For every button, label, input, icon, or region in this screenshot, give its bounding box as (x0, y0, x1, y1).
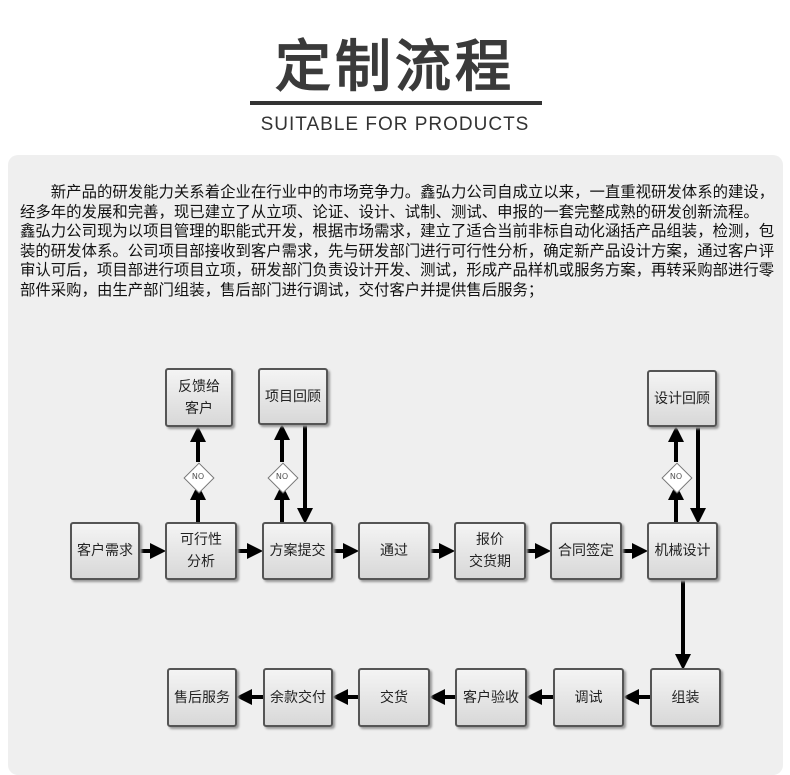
step-mechanical-design: 机械设计 (647, 522, 718, 580)
page-title: 定制流程 (275, 35, 515, 100)
step-design-review: 设计回顾 (647, 370, 717, 427)
intro-paragraph-2: 鑫弘力公司现为以项目管理的职能式开发，根据市场需求，建立了适合当前非标自动化涵括… (20, 222, 775, 299)
step-approved: 通过 (358, 522, 430, 580)
intro-text: 新产品的研发能力关系着企业在行业中的市场竞争力。鑫弘力公司自成立以来，一直重视研… (20, 183, 775, 300)
step-feasibility: 可行性 分析 (165, 522, 237, 580)
title-underline (250, 101, 542, 105)
no-label: NO (191, 472, 205, 481)
no-label: NO (669, 472, 683, 481)
step-delivery: 交货 (358, 668, 430, 727)
step-feedback-customer: 反馈给 客户 (165, 368, 233, 427)
step-proposal: 方案提交 (262, 522, 333, 580)
step-assembly: 组装 (650, 668, 721, 727)
page-subtitle: SUITABLE FOR PRODUCTS (260, 114, 530, 135)
step-acceptance: 客户验收 (455, 668, 527, 727)
step-contract: 合同签定 (550, 522, 622, 580)
step-project-review: 项目回顾 (258, 368, 328, 425)
step-debugging: 调试 (553, 668, 624, 727)
step-final-payment: 余款交付 (263, 668, 333, 727)
step-quote: 报价 交货期 (454, 522, 526, 580)
intro-paragraph-1: 新产品的研发能力关系着企业在行业中的市场竞争力。鑫弘力公司自成立以来，一直重视研… (20, 183, 775, 221)
no-label: NO (275, 472, 289, 481)
step-customer-demand: 客户需求 (70, 522, 140, 580)
step-after-sales: 售后服务 (167, 668, 237, 727)
